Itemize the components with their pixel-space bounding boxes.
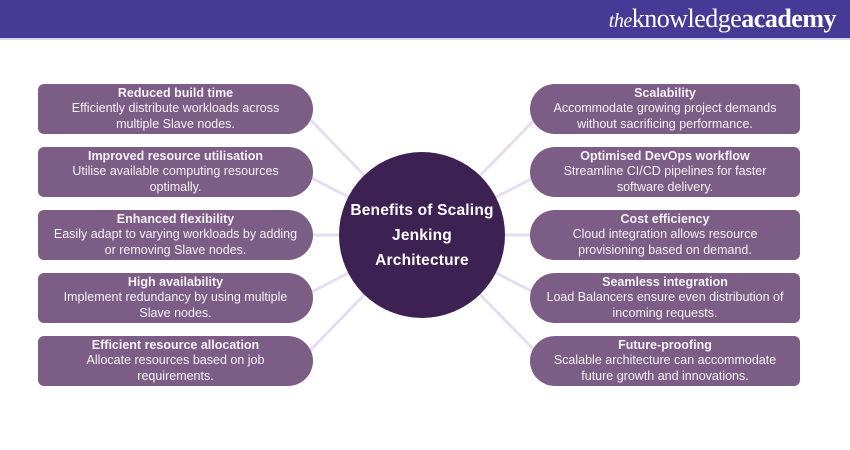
logo-the: the: [608, 10, 632, 32]
pill-description: Cloud integration allows resource provis…: [572, 227, 758, 257]
benefit-pill-seamless-integration: Seamless integration Load Balancers ensu…: [530, 273, 800, 323]
pill-title: Efficient resource allocation: [91, 337, 260, 352]
pill-description: Scalable architecture can accommodate fu…: [553, 353, 777, 383]
pill-description: Utilise available computing resources op…: [72, 164, 279, 194]
pill-title: Scalability: [634, 85, 696, 100]
pill-title: Improved resource utilisation: [87, 148, 264, 163]
center-title-line: Jenking: [392, 226, 452, 244]
benefit-pill-reduced-build-time: Reduced build time Efficiently distribut…: [38, 84, 313, 134]
pill-description: Implement redundancy by using multiple S…: [63, 290, 288, 320]
logo-knowledge: knowledge: [631, 4, 742, 33]
benefit-pill-cost-efficiency: Cost efficiency Cloud integration allows…: [530, 210, 800, 260]
pill-title: Future-proofing: [618, 337, 712, 352]
pill-description: Accommodate growing project demands with…: [553, 101, 777, 131]
benefit-pill-improved-resource-utilisation: Improved resource utilisation Utilise av…: [38, 147, 313, 197]
brand-logo: theknowledgeacademy: [609, 6, 850, 32]
pill-title: Enhanced flexibility: [116, 211, 235, 226]
benefit-pill-future-proofing: Future-proofing Scalable architecture ca…: [530, 336, 800, 386]
pill-description: Easily adapt to varying workloads by add…: [53, 227, 298, 257]
benefit-pill-high-availability: High availability Implement redundancy b…: [38, 273, 313, 323]
logo-academy: academy: [741, 4, 836, 33]
center-topic-circle: Benefits of Scaling Jenking Architecture: [339, 152, 505, 318]
center-title-line: Architecture: [375, 251, 469, 269]
pill-title: Optimised DevOps workflow: [580, 148, 750, 163]
center-title-line: Benefits of Scaling: [350, 201, 494, 219]
pill-title: Seamless integration: [602, 274, 728, 289]
benefit-pill-optimised-devops-workflow: Optimised DevOps workflow Streamline CI/…: [530, 147, 800, 197]
pill-title: Cost efficiency: [620, 211, 710, 226]
pill-description: Allocate resources based on job requirem…: [86, 353, 265, 383]
header-bar: theknowledgeacademy: [0, 0, 850, 40]
pill-description: Efficiently distribute workloads across …: [71, 101, 280, 131]
pill-title: High availability: [127, 274, 224, 289]
pill-title: Reduced build time: [117, 85, 234, 100]
pill-description: Streamline CI/CD pipelines for faster so…: [563, 164, 767, 194]
benefit-pill-efficient-resource-allocation: Efficient resource allocation Allocate r…: [38, 336, 313, 386]
pill-description: Load Balancers ensure even distribution …: [546, 290, 784, 320]
benefit-pill-enhanced-flexibility: Enhanced flexibility Easily adapt to var…: [38, 210, 313, 260]
benefit-pill-scalability: Scalability Accommodate growing project …: [530, 84, 800, 134]
